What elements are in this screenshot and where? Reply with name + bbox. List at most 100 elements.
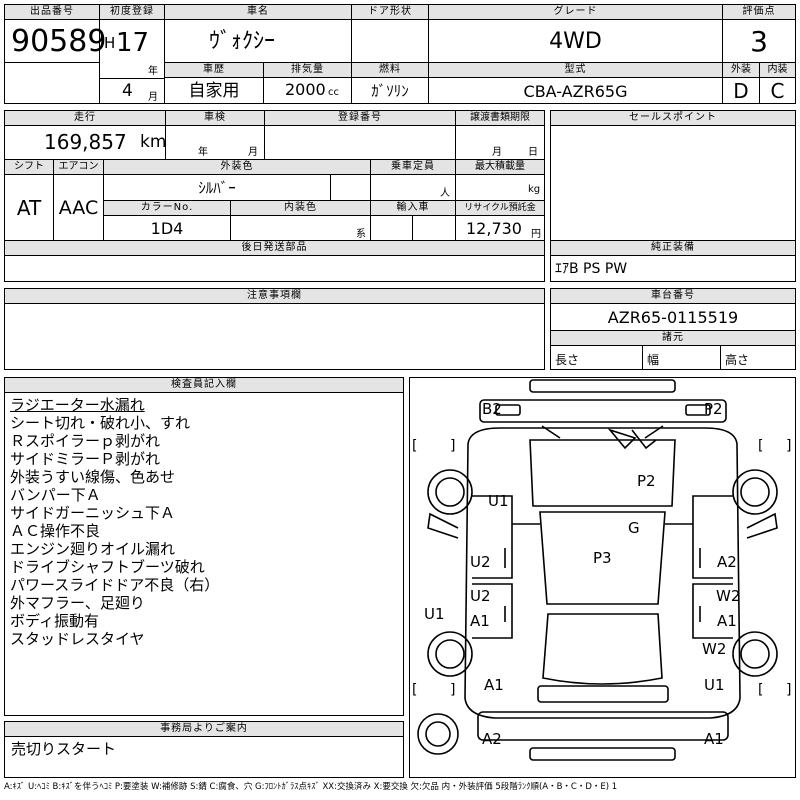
sales-point-value [550,125,796,241]
dim-height-cell [720,345,796,370]
first-reg-era: H [104,34,116,52]
inspector-line: サイドガーニッシュ下Ａ [10,504,176,522]
aircon-value: AAC [53,174,104,241]
dim-height-label: 高さ [725,353,750,367]
score-label: 評価点 [722,4,796,20]
grille-shape [537,685,669,703]
mark-a2-bottom: A2 [482,730,502,748]
mileage-label: 走行 [4,110,166,126]
right-door-front [692,495,733,579]
front-bumper-shape [477,711,729,741]
inspector-line: ラジエーター水漏れ [10,396,145,414]
int-color-cell [230,215,371,241]
exterior-grade-value: D [722,77,760,104]
mark-g: G [628,519,640,537]
left-door-rear [472,583,513,639]
displacement-unit: cc [328,87,339,98]
car-name-value: ｳﾞｫｸｼｰ [164,19,352,63]
door-type-value [351,19,429,63]
ext-color-extra [330,174,371,201]
front-lip-shape [529,747,676,761]
office-label: 事務局よりご案内 [4,721,404,737]
bracket-right-top: [ [758,438,763,454]
capacity-label: 乗車定員 [370,159,456,175]
shift-label: シフト [4,159,54,175]
door-type-label: ドア形状 [351,4,429,20]
legend: A:ｷｽﾞ U:ﾍｺﾐ B:ｷｽﾞを伴うﾍｺﾐ P:要塗装 W:補修跡 S:錆 … [4,782,618,792]
import-value [370,215,413,241]
max-load-unit: kg [528,184,541,195]
mark-u1-left-fender: U1 [424,605,445,623]
transfer-day-unit: 日 [528,147,538,158]
recycle-unit: 円 [531,229,541,240]
mark-u1-right-rear: U1 [704,676,725,694]
notes-value [4,303,545,370]
color-no-value: 1D4 [103,215,231,241]
lot-no-value: 90589 [4,19,106,63]
right-door-rear [692,583,733,639]
left-mirror [427,512,459,539]
inspector-line: バンパー下Ａ [10,486,101,504]
inspector-line: ボディ振動有 [10,612,99,630]
mark-b2: B2 [482,400,502,418]
history-value: 自家用 [164,77,264,104]
inspector-line: シート切れ・破れ小、すれ [10,414,191,432]
chassis-label: 車台番号 [550,288,796,304]
inspection-year-unit: 年 [198,147,208,158]
mileage-value: 169,857 [44,130,127,154]
inspector-box [4,392,404,716]
roof-front-shape [529,439,676,507]
mark-p2-top: P2 [704,400,723,418]
first-reg-year-unit: 年 [148,66,158,77]
office-value: 売切りスタート [4,736,404,778]
displacement-label: 排気量 [263,62,352,78]
interior-grade-value: C [759,77,796,104]
aircon-label: エアコン [53,159,104,175]
inspector-label: 検査員記入欄 [4,377,404,393]
roof-center-shape [539,511,666,605]
bracket-right-bot: [ [758,682,763,698]
ext-color-label: 外装色 [103,159,371,175]
inspector-line: ドライブシャフトブーツ破れ [10,558,205,576]
left-door-front [472,495,513,579]
mark-p2-hood: P2 [637,472,656,490]
car-diagram-svg: [ ] [ ] [ ] [ ] [412,379,791,761]
mark-a1-right: A1 [717,612,737,630]
bracket-right-top-close: ] [786,438,791,454]
first-reg-year: 17 [116,28,150,58]
body-outline [464,427,741,719]
model-label: 型式 [428,62,723,78]
mark-u2-left2: U2 [470,587,491,605]
tire-right-rear [732,469,778,515]
first-reg-month-unit: 月 [148,92,158,103]
inspector-line: 外装うすい線傷、色あせ [10,468,176,486]
int-color-unit: 系 [356,229,366,240]
inspector-line: 外マフラー、足廻り [10,594,145,612]
lot-no-blank [4,62,100,104]
rear-gate-shape [479,399,727,423]
first-reg-month: 4 [122,81,133,101]
first-reg-label: 初度登録 [99,4,165,20]
damage-diagram: [ ] [ ] [ ] [ ] [409,377,796,778]
rear-bumper-shape [529,379,676,393]
mark-a1-bottom: A1 [704,730,724,748]
transfer-deadline-label: 譲渡書類期限 [455,110,545,126]
tire-left-rear [427,469,473,515]
inspector-line: ＡＣ操作不良 [10,522,101,540]
recycle-value: 12,730 [466,219,522,238]
model-value: CBA-AZR65G [428,77,723,104]
mark-w2-right2: W2 [702,640,726,658]
equipment-label: 純正装備 [550,240,796,256]
fuel-label: 燃料 [351,62,429,78]
bracket-left-top-close: ] [450,438,455,454]
int-color-label: 内装色 [230,200,371,216]
equipment-value: ｴｱB PS PW [550,255,796,282]
displacement-value: 2000 [285,81,326,99]
inspection-month-unit: 月 [248,147,258,158]
mark-u2-left: U2 [470,553,491,571]
inspector-line: スタッドレスタイヤ [10,630,145,648]
inspector-line: エンジン廻りオイル漏れ [10,540,176,558]
import-label: 輸入車 [370,200,456,216]
notes-label: 注意事項欄 [4,288,545,304]
